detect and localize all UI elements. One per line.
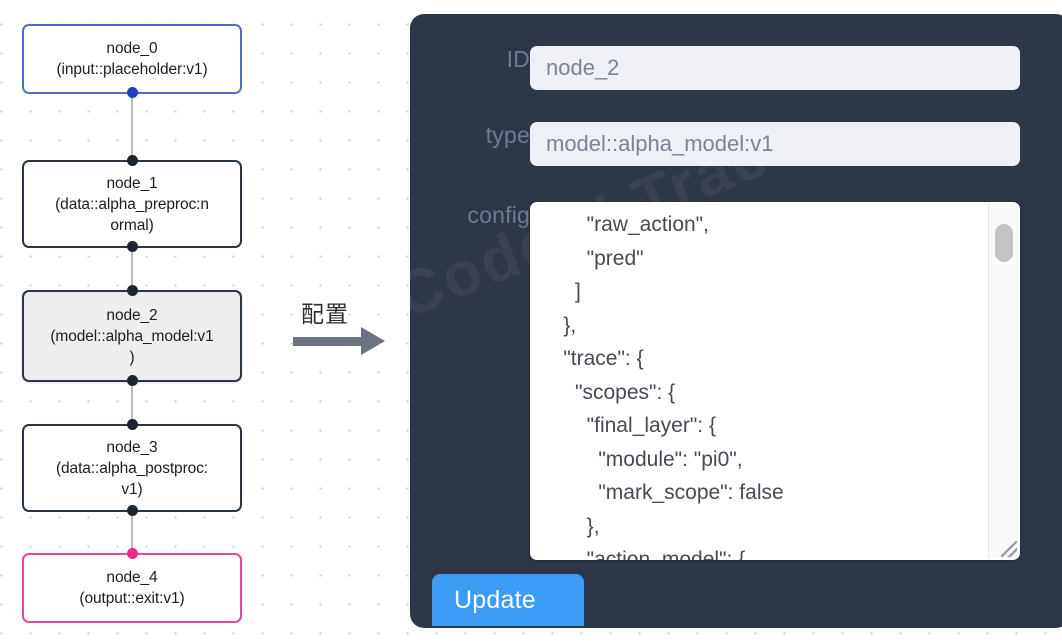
resize-handle-icon[interactable]	[1001, 541, 1017, 557]
arrow-shaft-icon	[293, 337, 365, 346]
port-node4-top[interactable]	[126, 548, 138, 559]
node-label: node_0 (input::placeholder:v1)	[56, 40, 208, 78]
config-textarea-wrapper: "raw_action", "pred" ] }, "trace": { "sc…	[530, 202, 1020, 560]
node-config-panel: CodeAI Trace ID type config "raw_action"…	[410, 14, 1062, 628]
port-node2-top[interactable]	[126, 285, 138, 296]
field-row-id: ID	[430, 46, 1020, 90]
config-textarea[interactable]: "raw_action", "pred" ] }, "trace": { "sc…	[530, 202, 1020, 560]
graph-node-node_2[interactable]: node_2 (model::alpha_model:v1 )	[22, 290, 242, 382]
graph-node-node_3[interactable]: node_3 (data::alpha_postproc: v1)	[22, 424, 242, 512]
update-button[interactable]: Update	[432, 574, 584, 626]
node-label: node_2 (model::alpha_model:v1 )	[50, 306, 214, 366]
config-scrollbar-thumb[interactable]	[995, 224, 1013, 262]
type-field-label: type	[485, 122, 530, 148]
edge-node1-node2	[131, 246, 133, 292]
config-scrollbar-track[interactable]	[988, 204, 1018, 558]
port-node2-bottom[interactable]	[126, 375, 138, 386]
node-label: node_1 (data::alpha_preproc:n ormal)	[55, 174, 209, 234]
port-node1-top[interactable]	[126, 155, 138, 166]
graph-node-node_4[interactable]: node_4 (output::exit:v1)	[22, 553, 242, 623]
id-input[interactable]	[530, 46, 1020, 90]
field-row-config: config "raw_action", "pred" ] }, "trace"…	[430, 202, 1020, 560]
type-input[interactable]	[530, 122, 1020, 166]
port-node1-bottom[interactable]	[126, 241, 138, 252]
id-field-label: ID	[506, 46, 530, 72]
edge-node0-node1	[131, 92, 133, 162]
flow-arrow-annotation: 配置	[293, 295, 393, 365]
config-field-label: config	[467, 202, 530, 228]
arrow-head-icon	[361, 327, 385, 355]
node-label: node_4 (output::exit:v1)	[79, 569, 185, 607]
field-row-type: type	[430, 122, 1020, 166]
graph-node-node_0[interactable]: node_0 (input::placeholder:v1)	[22, 24, 242, 94]
edge-node3-node4	[131, 510, 133, 555]
port-node3-bottom[interactable]	[126, 505, 138, 516]
port-node0-bottom[interactable]	[126, 87, 138, 98]
arrow-label: 配置	[301, 302, 349, 328]
edge-node2-node3	[131, 380, 133, 426]
node-label: node_3 (data::alpha_postproc: v1)	[55, 438, 209, 498]
port-node3-top[interactable]	[126, 419, 138, 430]
graph-node-node_1[interactable]: node_1 (data::alpha_preproc:n ormal)	[22, 160, 242, 248]
